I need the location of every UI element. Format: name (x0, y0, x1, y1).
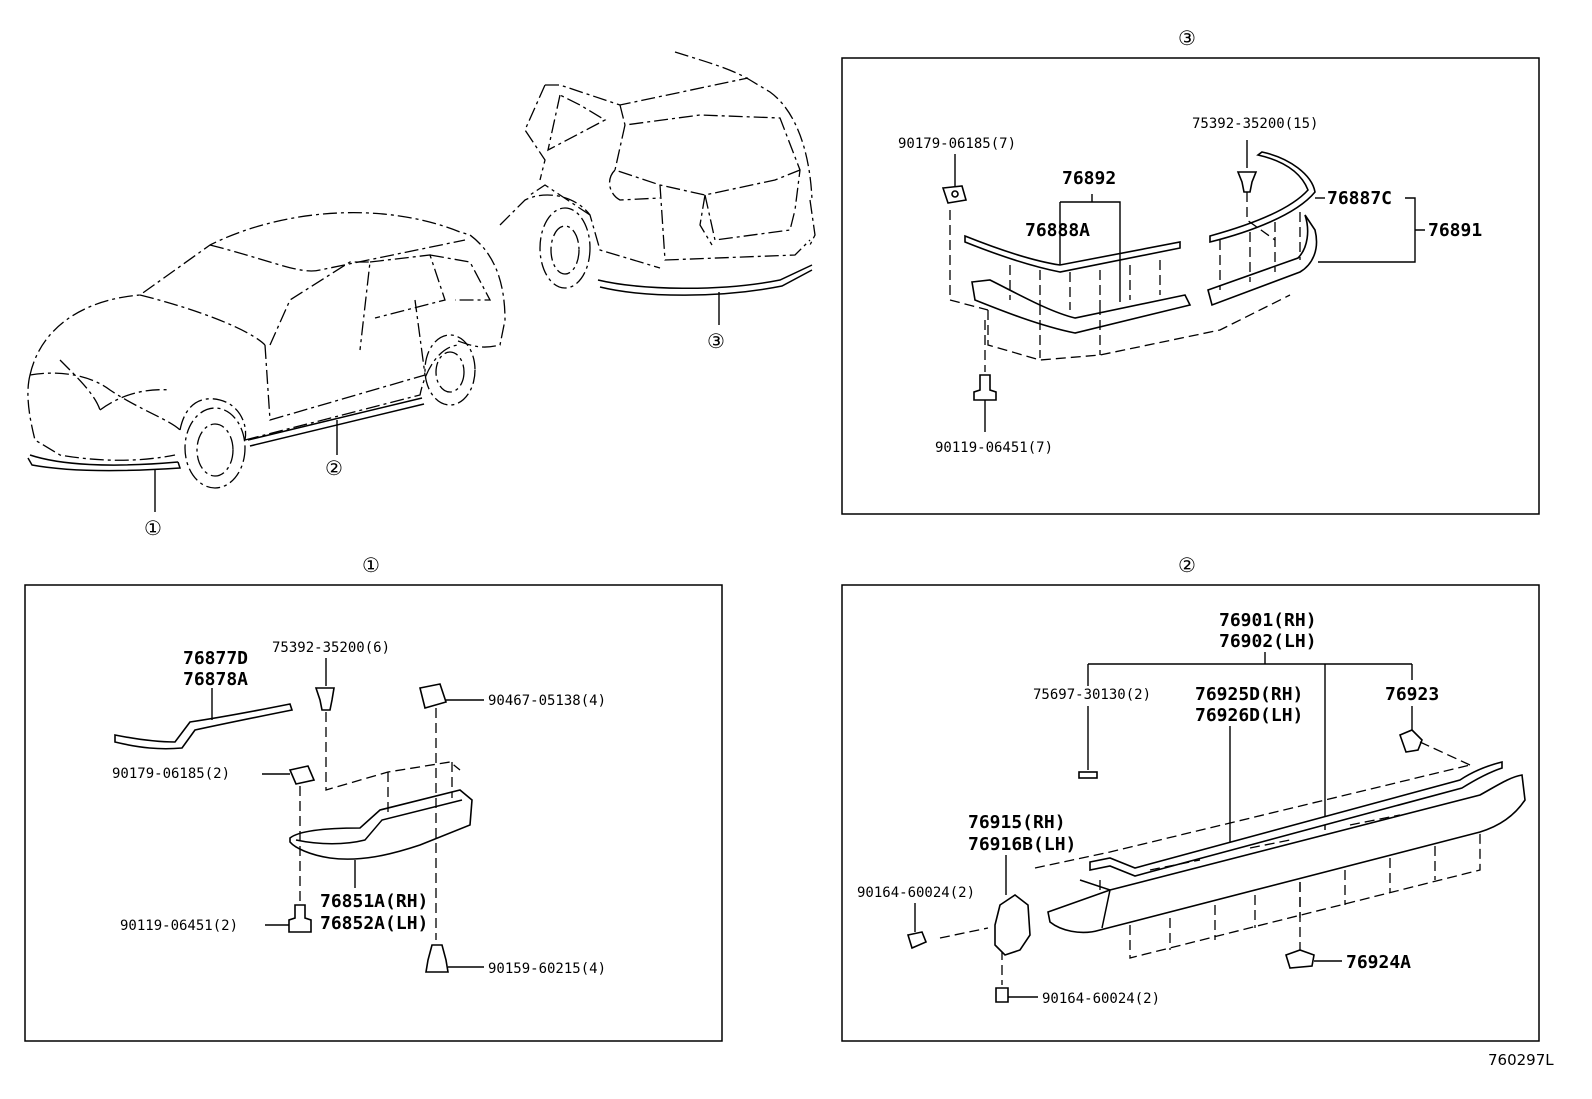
tape-icon (1078, 771, 1098, 779)
overview-front-vehicle: ① ② (27, 211, 506, 540)
callout-side: ② (325, 456, 343, 480)
label-75392-35200-rear: 75392-35200(15) (1192, 116, 1318, 132)
label-75392-35200-front: 75392-35200(6) (272, 640, 390, 656)
moulding-76877d (114, 703, 294, 750)
spoiler-center (971, 279, 1192, 334)
panel-rear-title: ③ (1178, 26, 1196, 50)
label-76923: 76923 (1385, 684, 1439, 705)
label-76878a: 76878A (183, 669, 248, 690)
nut-76924a-icon (1285, 949, 1315, 969)
label-90164-60024-left: 90164-60024(2) (857, 885, 975, 901)
screw-icon (425, 944, 449, 973)
label-76877d: 76877D (183, 648, 248, 669)
clip-nut-front-icon (288, 765, 316, 785)
clip-fastener-front-icon (314, 687, 335, 711)
label-76852a: 76852A(LH) (320, 913, 428, 934)
bolt-icon (973, 374, 997, 401)
panel-front-spoiler: ① 76877D 76878A 75392-35200(6) 90467-051… (24, 553, 723, 1042)
label-90467-05138: 90467-05138(4) (488, 693, 606, 709)
label-76915: 76915(RH) (968, 812, 1066, 833)
screw-left-icon (906, 931, 928, 950)
label-90159-60215: 90159-60215(4) (488, 961, 606, 977)
side-moulding (1089, 760, 1503, 877)
side-skirt (1047, 774, 1526, 934)
label-90164-60024-bottom: 90164-60024(2) (1042, 991, 1160, 1007)
panel-rear-frame (841, 57, 1540, 515)
callout-front: ① (144, 516, 162, 540)
label-76925d: 76925D(RH) (1195, 684, 1303, 705)
clip-fastener-icon (1236, 171, 1258, 193)
label-76924a: 76924A (1346, 952, 1411, 973)
panel-front-frame (24, 584, 723, 1042)
panel-side-title: ② (1178, 553, 1196, 577)
label-76851a: 76851A(RH) (320, 891, 428, 912)
label-76902: 76902(LH) (1219, 631, 1317, 652)
panel-side-frame (841, 584, 1540, 1042)
label-76888a: 76888A (1025, 220, 1090, 241)
label-76916b: 76916B(LH) (968, 834, 1076, 855)
callout-rear: ③ (707, 329, 725, 353)
label-76926d: 76926D(LH) (1195, 705, 1303, 726)
label-90119-06451-front: 90119-06451(2) (120, 918, 238, 934)
screw-bottom-icon (995, 987, 1009, 1003)
spoiler-right (1207, 214, 1318, 307)
label-76901: 76901(RH) (1219, 610, 1317, 631)
label-90179-06185-rear: 90179-06185(7) (898, 136, 1016, 152)
label-90179-06185-front: 90179-06185(2) (112, 766, 230, 782)
label-76887c: 76887C (1327, 188, 1392, 209)
panel-front-title: ① (362, 553, 380, 577)
moulding-76887c (1209, 151, 1316, 244)
label-76892: 76892 (1062, 168, 1116, 189)
label-90119-06451-rear: 90119-06451(7) (935, 440, 1053, 456)
bracket-icon (994, 894, 1031, 956)
label-75697-30130: 75697-30130(2) (1033, 687, 1151, 703)
retainer-icon (419, 683, 448, 709)
moulding-76888a (964, 234, 1181, 273)
panel-rear-spoiler: ③ 90179-06185(7) 75392-35200(15) 76892 7… (841, 26, 1540, 515)
figure-reference: 760297L (1488, 1051, 1554, 1069)
overview-rear-vehicle: ③ (499, 51, 816, 353)
bolt-front-icon (288, 904, 312, 933)
label-76891: 76891 (1428, 220, 1482, 241)
clip-76923-icon (1398, 729, 1423, 753)
front-spoiler (289, 789, 473, 860)
panel-side-skirt: ② 76901(RH) 76902(LH) 75697-30130(2) 769… (841, 553, 1540, 1042)
